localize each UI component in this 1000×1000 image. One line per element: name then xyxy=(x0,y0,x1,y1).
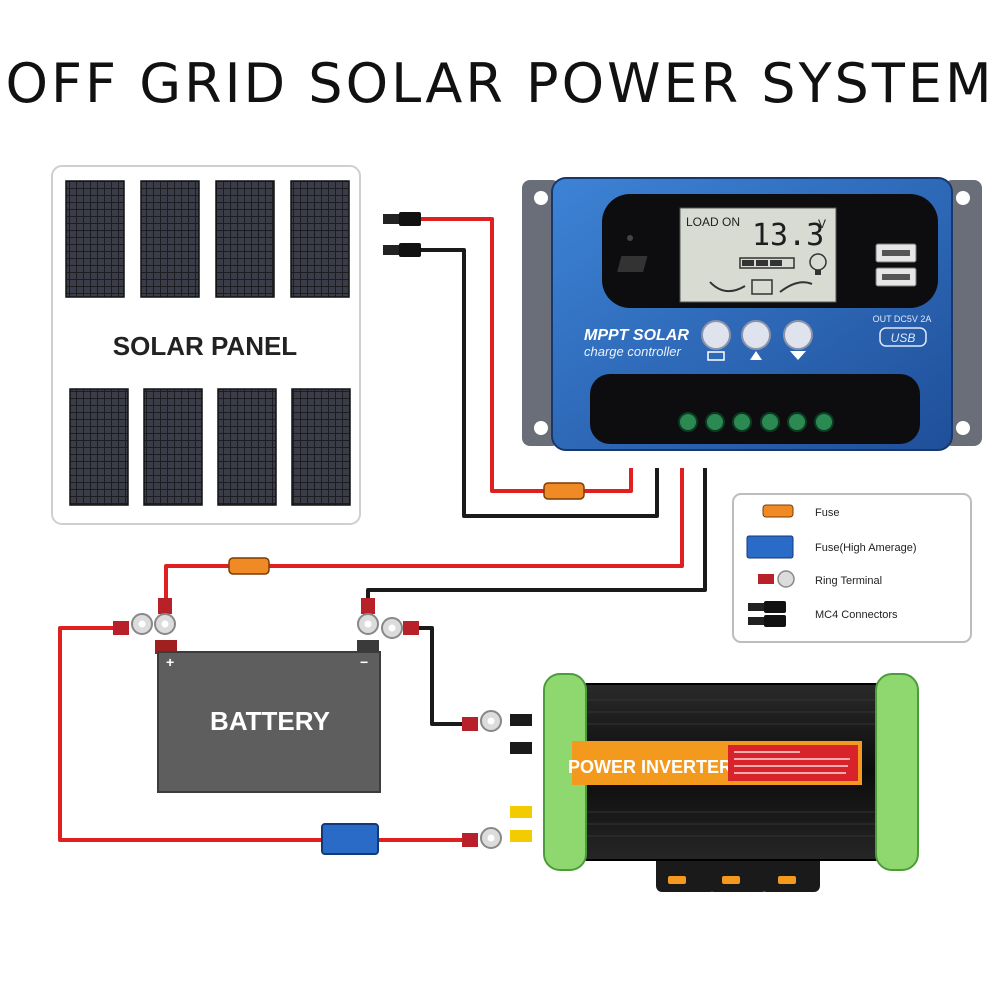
lcd-battery-level-icon xyxy=(739,257,795,269)
ring-terminal-icon xyxy=(113,598,502,849)
lcd-voltage-unit: V xyxy=(818,217,826,231)
inverter-negative-wire xyxy=(412,626,468,726)
lcd-voltage-value: 13.3 xyxy=(752,218,824,253)
lcd-bulb-icon xyxy=(809,253,827,275)
usb-label: USB xyxy=(891,331,916,345)
inverter-negative-input-terminal xyxy=(510,714,532,754)
legend: Fuse Fuse(High Amerage) Ring Terminal MC… xyxy=(732,493,972,643)
solar-panel-frame xyxy=(51,165,361,525)
battery-minus-sign: − xyxy=(360,654,368,670)
solar-cells-bottom-row xyxy=(69,388,351,506)
legend-mc4-connector-icon xyxy=(748,601,786,627)
menu-button[interactable] xyxy=(701,320,731,350)
controller-brand-subtitle: charge controller xyxy=(584,344,681,359)
battery-label: BATTERY xyxy=(210,706,330,736)
battery-body xyxy=(157,651,381,793)
panel-positive-wire xyxy=(420,217,633,493)
inverter-positive-input-terminal xyxy=(510,806,532,842)
page-title: OFF GRID SOLAR POWER SYSTEM xyxy=(5,52,995,115)
battery-positive-wire xyxy=(164,468,684,610)
usb-port-icon xyxy=(875,243,917,287)
legend-item-high-amperage-fuse: Fuse(High Amerage) xyxy=(815,542,917,554)
legend-high-amperage-fuse-icon xyxy=(746,535,794,559)
lcd-status-text: LOAD ON xyxy=(686,215,740,229)
terminal-block xyxy=(590,374,920,444)
down-button[interactable] xyxy=(783,320,813,350)
inverter-positive-wire xyxy=(58,626,468,842)
legend-item-mc4-connectors: MC4 Connectors xyxy=(815,609,898,621)
battery-plus-sign: + xyxy=(166,654,174,670)
lcd-screen xyxy=(679,207,837,303)
screw-terminal-icon xyxy=(678,412,834,432)
legend-ring-terminal-icon xyxy=(758,570,795,588)
down-arrow-icon xyxy=(790,351,806,360)
panel-negative-wire xyxy=(420,248,659,518)
charge-controller: LOAD ON 13.3 V OUT DC5V 2A xyxy=(522,177,982,451)
inverter-spec-sticker xyxy=(728,745,858,781)
mc4-connector-icon xyxy=(383,212,421,257)
inverter-spec-lines xyxy=(734,751,850,774)
fuse-icon xyxy=(228,482,585,575)
legend-item-ring-terminal: Ring Terminal xyxy=(815,575,882,587)
up-arrow-icon xyxy=(750,351,762,360)
battery: + − BATTERY xyxy=(155,640,381,793)
inverter-label: POWER INVERTER xyxy=(568,757,732,777)
solar-cells-top-row xyxy=(65,180,350,298)
up-button[interactable] xyxy=(741,320,771,350)
inverter-right-cap xyxy=(875,673,919,871)
battery-positive-terminal xyxy=(155,640,177,654)
legend-box xyxy=(732,493,972,643)
inverter-heatsink-fins xyxy=(575,699,890,837)
usb-spec-text: OUT DC5V 2A xyxy=(873,314,932,324)
menu-button-icon xyxy=(707,351,725,361)
power-inverter: POWER INVERTER xyxy=(510,673,919,892)
legend-item-fuse: Fuse xyxy=(815,507,839,519)
usb-badge xyxy=(879,327,927,347)
high-amperage-fuse-icon xyxy=(321,823,379,855)
lcd-flow-arrow-icon xyxy=(709,279,813,295)
solar-panel: SOLAR PANEL xyxy=(51,165,361,525)
solar-panel-label: SOLAR PANEL xyxy=(113,331,298,361)
battery-negative-terminal xyxy=(357,640,379,654)
controller-brand-title: MPPT SOLAR xyxy=(584,327,689,344)
legend-fuse-icon xyxy=(762,504,794,518)
lcd-solar-icon xyxy=(617,256,648,272)
